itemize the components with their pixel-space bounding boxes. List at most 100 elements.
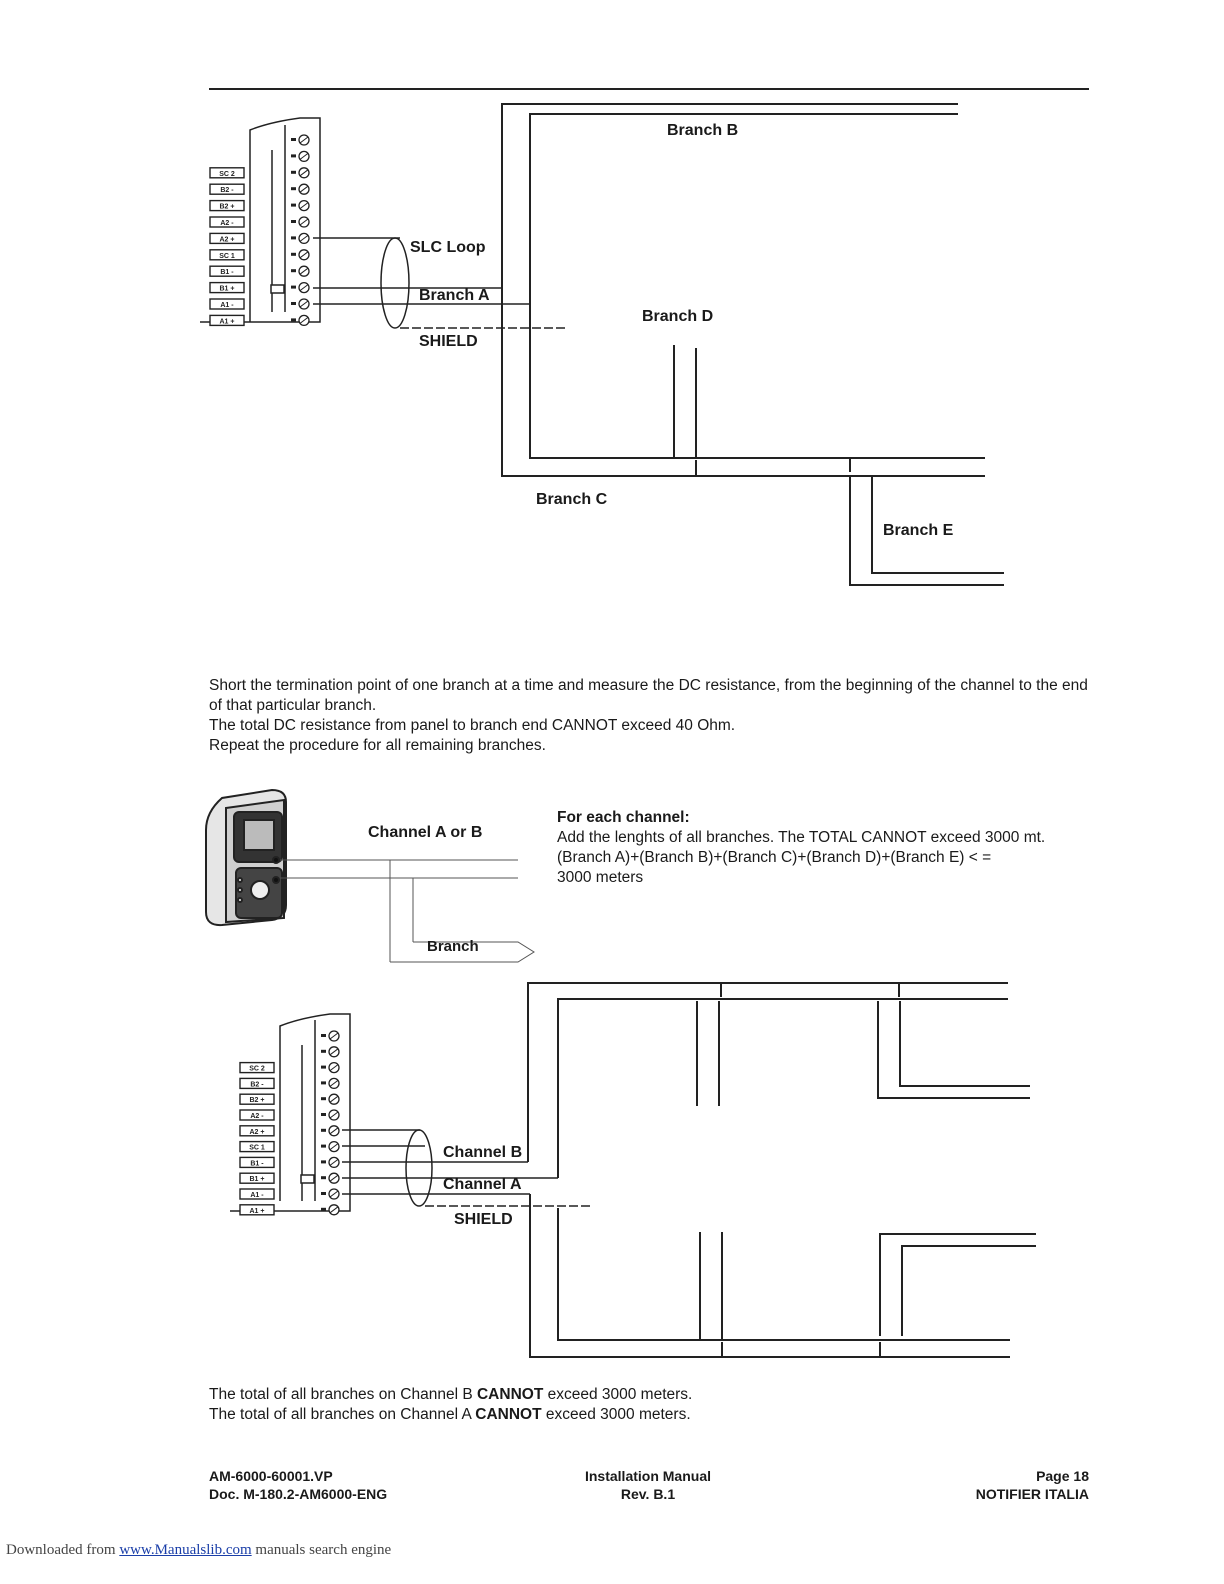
terminal-tag bbox=[239, 1204, 275, 1216]
download-suffix: manuals search engine bbox=[251, 1542, 392, 1558]
terminal-number-mark bbox=[321, 1192, 326, 1195]
manualslib-link[interactable]: www.Manualslib.com bbox=[119, 1542, 252, 1558]
terminal-tag-label: A2 - bbox=[220, 220, 234, 227]
terminal-screw-slot bbox=[299, 234, 309, 242]
terminal-screw-slot bbox=[329, 1064, 339, 1071]
terminal-screw-slot bbox=[329, 1095, 339, 1103]
channel-a-limit-emphasis: CANNOT bbox=[475, 1406, 542, 1423]
terminal-tag-label: A1 - bbox=[220, 302, 234, 309]
top-rule bbox=[209, 88, 1089, 90]
terminal-tag-label: A1 + bbox=[250, 1208, 265, 1215]
terminal-number-mark bbox=[291, 203, 296, 207]
terminal-number-mark bbox=[291, 220, 296, 223]
terminal-tag bbox=[209, 314, 245, 327]
terminal-tag-label: A2 + bbox=[220, 236, 235, 243]
terminal-tag bbox=[239, 1077, 275, 1090]
terminal-tag bbox=[239, 1172, 275, 1184]
terminal-number-mark bbox=[291, 302, 296, 305]
terminal-number-mark bbox=[291, 318, 296, 322]
shield-label-2: SHIELD bbox=[454, 1211, 513, 1228]
terminal-tags-2: SC 2B2 -B2 +A2 -A2 +SC 1B1 -B1 +A1 -A1 + bbox=[239, 1061, 275, 1216]
channel-note-line-2: (Branch A)+(Branch B)+(Branch C)+(Branch… bbox=[557, 849, 992, 866]
terminal-tag bbox=[209, 281, 245, 294]
terminal-screw-slot bbox=[329, 1111, 339, 1119]
terminal-tag-label: SC 1 bbox=[219, 253, 235, 260]
terminal-tag bbox=[209, 232, 245, 245]
channel-note-title: For each channel: bbox=[557, 809, 690, 826]
channel-a-limit-text: The total of all branches on Channel A bbox=[209, 1406, 476, 1423]
terminal-tag-label: B2 - bbox=[220, 187, 234, 194]
terminal-tag-label: SC 2 bbox=[219, 171, 235, 178]
terminal-screw-slot bbox=[329, 1206, 339, 1214]
terminal-screws-2 bbox=[321, 1030, 340, 1216]
terminal-number-mark bbox=[291, 170, 296, 174]
terminal-screw-slot bbox=[299, 267, 309, 275]
footer-left: AM-6000-60001.VP Doc. M-180.2-AM6000-ENG bbox=[209, 1467, 387, 1503]
diagram-2-panel bbox=[205, 788, 535, 963]
channel-a-label: Channel A bbox=[443, 1176, 522, 1193]
terminal-screw-slot bbox=[329, 1080, 339, 1087]
terminal-tag-label: B1 - bbox=[250, 1160, 264, 1167]
terminal-screw-slot bbox=[329, 1159, 339, 1166]
resistance-instructions: Short the termination point of one branc… bbox=[209, 676, 1099, 756]
terminal-number-mark bbox=[321, 1097, 326, 1101]
channel-a-limit: The total of all branches on Channel A C… bbox=[209, 1405, 1099, 1425]
terminal-tag bbox=[239, 1125, 275, 1137]
terminal-board-2 bbox=[230, 1013, 351, 1212]
terminal-number-mark bbox=[321, 1081, 326, 1085]
branch-c-label: Branch C bbox=[536, 491, 608, 508]
terminal-tag bbox=[239, 1188, 275, 1200]
channel-b-limit-text: The total of all branches on Channel B bbox=[209, 1386, 477, 1403]
branch-arrow-label: Branch bbox=[427, 938, 479, 955]
terminal-screw-slot bbox=[299, 218, 309, 226]
terminal-tag bbox=[209, 265, 245, 277]
terminal-screw-slot bbox=[299, 185, 309, 193]
terminal-screw-slot bbox=[299, 169, 309, 177]
terminal-tag-label: B1 + bbox=[250, 1176, 265, 1183]
terminal-screw-slot bbox=[299, 152, 309, 160]
terminal-tag-label: B1 + bbox=[220, 286, 235, 293]
manual-title: Installation Manual bbox=[584, 1468, 711, 1484]
terminal-tag bbox=[239, 1140, 275, 1153]
terminal-tags-1: SC 2B2 -B2 +A2 -A2 +SC 1B1 -B1 +A1 -A1 + bbox=[209, 167, 245, 327]
footer-right: Page 18 NOTIFIER ITALIA bbox=[889, 1467, 1089, 1503]
terminal-screw-slot bbox=[299, 202, 309, 210]
terminal-tag-label: A1 + bbox=[220, 318, 235, 325]
terminal-number-mark bbox=[321, 1176, 326, 1180]
terminal-tag-label: A2 + bbox=[250, 1129, 265, 1136]
terminal-number-mark bbox=[321, 1160, 326, 1164]
terminal-screws-1 bbox=[291, 134, 310, 327]
terminal-screw-slot bbox=[329, 1143, 339, 1150]
terminal-number-mark bbox=[291, 138, 296, 141]
terminal-number-mark bbox=[291, 154, 296, 158]
terminal-tag-label: A2 - bbox=[250, 1113, 264, 1120]
shield-label: SHIELD bbox=[419, 333, 478, 350]
terminal-number-mark bbox=[321, 1113, 326, 1116]
doc-code: AM-6000-60001.VP bbox=[209, 1468, 333, 1484]
channel-a-or-b-label: Channel A or B bbox=[368, 824, 483, 841]
terminal-number-mark bbox=[321, 1065, 326, 1069]
slc-loop-label: SLC Loop bbox=[410, 239, 486, 256]
channel-b-limit-emphasis: CANNOT bbox=[476, 1386, 544, 1403]
channel-limits: The total of all branches on Channel B C… bbox=[209, 1385, 1099, 1425]
terminal-tag bbox=[209, 249, 245, 261]
terminal-screw-slot bbox=[299, 284, 309, 292]
company-name: NOTIFIER ITALIA bbox=[975, 1486, 1089, 1502]
terminal-number-mark bbox=[291, 187, 296, 191]
branch-a-label: Branch A bbox=[419, 287, 490, 304]
channel-b-label: Channel B bbox=[443, 1144, 523, 1161]
channel-b-limit: The total of all branches on Channel B C… bbox=[209, 1385, 1099, 1405]
terminal-number-mark bbox=[321, 1128, 326, 1132]
terminal-tag bbox=[209, 183, 245, 195]
channel-note: For each channel: Add the lenghts of all… bbox=[557, 808, 1045, 888]
doc-number: Doc. M-180.2-AM6000-ENG bbox=[209, 1486, 388, 1502]
download-credit: Downloaded from www.Manualslib.com manua… bbox=[6, 1542, 391, 1559]
diagram-1-wiring: SC 2B2 -B2 +A2 -A2 +SC 1B1 -B1 +A1 -A1 + bbox=[200, 103, 1004, 586]
terminal-screw-slot bbox=[299, 316, 309, 324]
footer-center: Installation Manual Rev. B.1 bbox=[548, 1467, 748, 1503]
terminal-number-mark bbox=[321, 1144, 326, 1148]
terminal-screw-slot bbox=[329, 1127, 339, 1135]
terminal-number-mark bbox=[321, 1034, 326, 1037]
channel-note-line-3: 3000 meters bbox=[557, 869, 644, 886]
terminal-number-mark bbox=[321, 1049, 326, 1053]
